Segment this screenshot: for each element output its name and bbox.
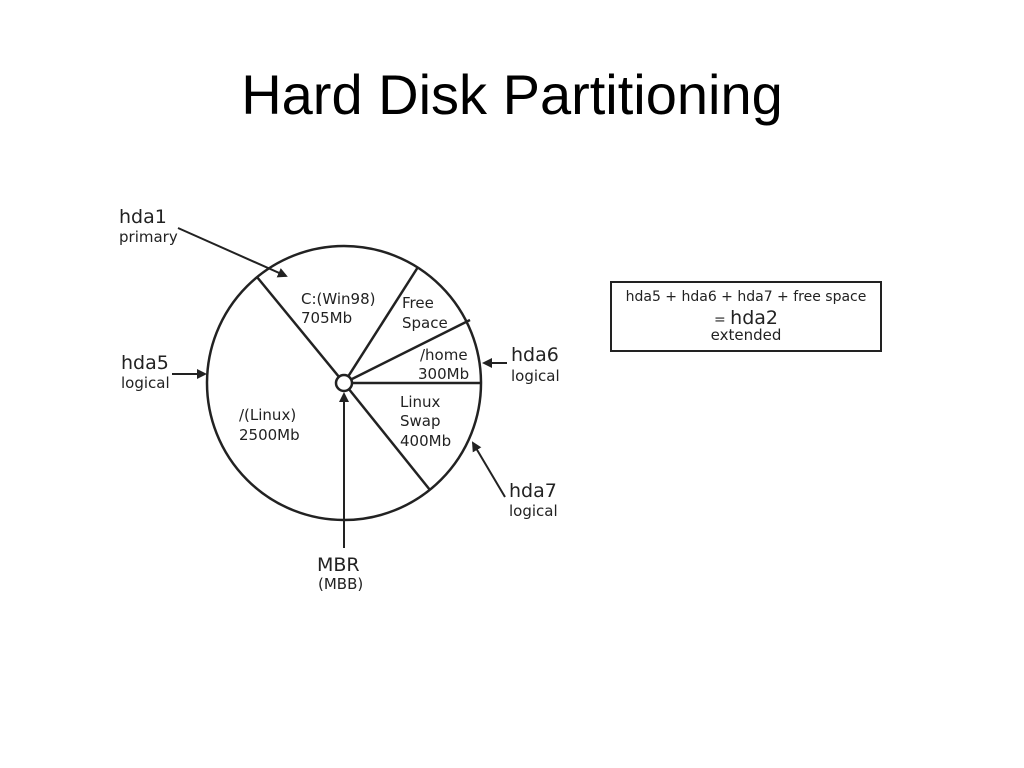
extended-partition-box: hda5 + hda6 + hda7 + free space = hda2 e… — [610, 281, 882, 352]
hda1-type: primary — [119, 228, 178, 246]
segment-swap-label-1: Linux — [400, 393, 441, 411]
mbr-name: MBR — [317, 554, 360, 576]
extended-formula: hda5 + hda6 + hda7 + free space — [625, 289, 867, 305]
arrow-hda7 — [471, 441, 506, 498]
mbr-sub: (MBB) — [318, 575, 363, 593]
segment-linux-label: /(Linux) — [239, 406, 296, 424]
extended-equals: = — [713, 312, 726, 328]
segment-free-label-2: Space — [402, 314, 448, 332]
hda5-name: hda5 — [121, 352, 169, 374]
hda5-type: logical — [121, 374, 170, 392]
hda7-name: hda7 — [509, 480, 557, 502]
hda6-name: hda6 — [511, 344, 559, 366]
hda6-type: logical — [511, 367, 560, 385]
segment-home-label: /home — [420, 346, 468, 364]
arrow-hda1 — [177, 227, 288, 278]
boundary-win98-free — [342, 266, 420, 384]
extended-type: extended — [710, 326, 782, 344]
segment-linux-size: 2500Mb — [239, 426, 300, 444]
segment-home-size: 300Mb — [418, 365, 469, 383]
extended-result-line: = hda2 — [612, 307, 880, 329]
segment-swap-label-2: Swap — [400, 412, 441, 430]
boundary-win98-linux — [256, 276, 345, 384]
boundary-free-home — [343, 318, 471, 385]
disk-hub — [334, 373, 354, 393]
segment-free-label-1: Free — [402, 294, 434, 312]
segment-swap-size: 400Mb — [400, 432, 451, 450]
boundary-swap-linux — [343, 382, 431, 491]
hda1-name: hda1 — [119, 206, 167, 228]
hda7-type: logical — [509, 502, 558, 520]
segment-win98-label: C:(Win98) — [301, 290, 376, 308]
extended-result-name: hda2 — [730, 307, 779, 329]
segment-win98-size: 705Mb — [301, 309, 352, 327]
slide-title: Hard Disk Partitioning — [241, 63, 783, 126]
